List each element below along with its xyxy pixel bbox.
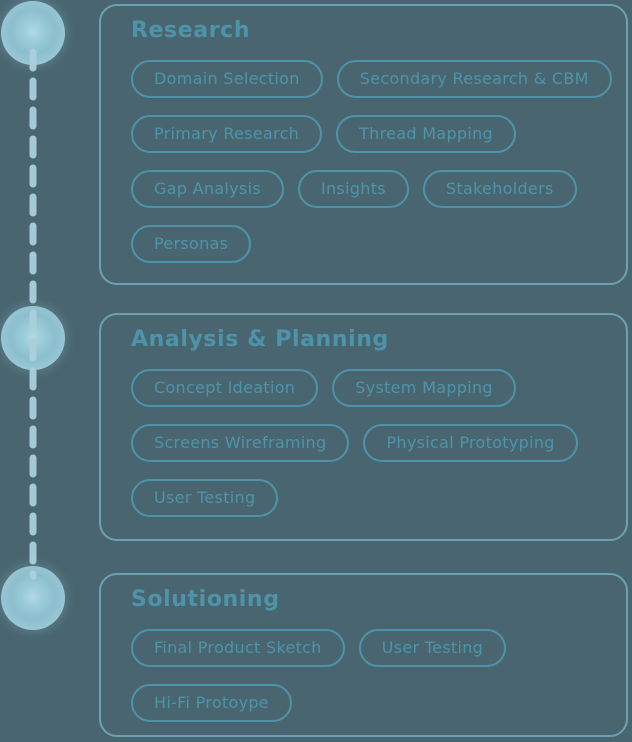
chip-user-testing-2: User Testing bbox=[358, 629, 507, 667]
chip-row: Gap Analysis Insights Stakeholders bbox=[131, 170, 577, 208]
section-title-research: Research bbox=[131, 18, 251, 43]
chip-rows-analysis-planning: Concept Ideation System Mapping Screens … bbox=[131, 369, 608, 517]
chip-row: User Testing bbox=[131, 479, 279, 517]
chip-final-product-sketch: Final Product Sketch bbox=[131, 629, 345, 667]
chip-secondary-research-cbm: Secondary Research & CBM bbox=[336, 60, 612, 98]
section-title-analysis-planning: Analysis & Planning bbox=[131, 327, 389, 352]
timeline-connector-dashed-line bbox=[29, 48, 37, 580]
chip-row: Final Product Sketch User Testing bbox=[131, 629, 507, 667]
chip-row: Hi-Fi Protoype bbox=[131, 684, 292, 722]
chip-gap-analysis: Gap Analysis bbox=[131, 170, 284, 208]
chip-primary-research: Primary Research bbox=[131, 115, 323, 153]
chip-stakeholders: Stakeholders bbox=[422, 170, 577, 208]
chip-physical-prototyping: Physical Prototyping bbox=[363, 424, 578, 462]
section-card-analysis-planning: Analysis & Planning Concept Ideation Sys… bbox=[99, 313, 628, 541]
chip-row: Primary Research Thread Mapping bbox=[131, 115, 517, 153]
chip-insights: Insights bbox=[297, 170, 409, 208]
chip-row: Personas bbox=[131, 225, 252, 263]
chip-personas: Personas bbox=[131, 225, 252, 263]
section-title-solutioning: Solutioning bbox=[131, 587, 280, 612]
chip-row: Domain Selection Secondary Research & CB… bbox=[131, 60, 612, 98]
section-card-research: Research Domain Selection Secondary Rese… bbox=[99, 4, 628, 285]
chip-screens-wireframing: Screens Wireframing bbox=[131, 424, 350, 462]
chip-hifi-protoype: Hi-Fi Protoype bbox=[131, 684, 292, 722]
section-card-solutioning: Solutioning Final Product Sketch User Te… bbox=[99, 573, 628, 737]
chip-rows-solutioning: Final Product Sketch User Testing Hi-Fi … bbox=[131, 629, 608, 722]
chip-domain-selection: Domain Selection bbox=[131, 60, 323, 98]
chip-row: Screens Wireframing Physical Prototyping bbox=[131, 424, 578, 462]
timeline bbox=[0, 0, 70, 742]
chip-concept-ideation: Concept Ideation bbox=[131, 369, 319, 407]
chip-thread-mapping: Thread Mapping bbox=[336, 115, 517, 153]
chip-rows-research: Domain Selection Secondary Research & CB… bbox=[131, 60, 612, 263]
chip-user-testing: User Testing bbox=[131, 479, 279, 517]
chip-row: Concept Ideation System Mapping bbox=[131, 369, 516, 407]
chip-system-mapping: System Mapping bbox=[332, 369, 516, 407]
